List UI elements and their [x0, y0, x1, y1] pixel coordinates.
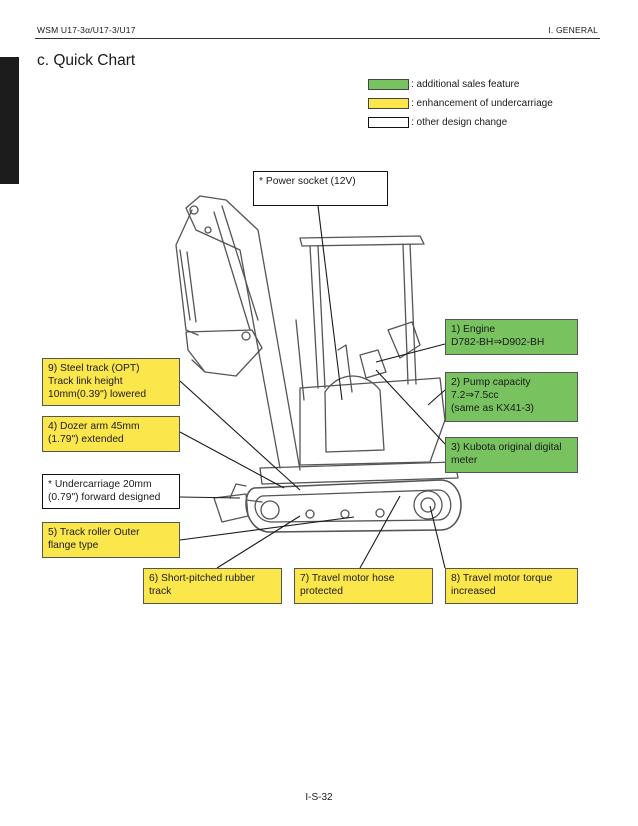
callout-digital-meter: 3) Kubota original digital meter — [445, 437, 578, 473]
chapter-tab-marker — [0, 57, 19, 184]
legend-item-enhancement: : enhancement of undercarriage — [368, 96, 553, 110]
green-swatch — [368, 78, 409, 90]
page-number: I-S-32 — [305, 792, 333, 803]
yellow-swatch — [368, 97, 409, 109]
callout-motor-torque: 8) Travel motor torque increased — [445, 568, 578, 604]
legend-label: : enhancement of undercarriage — [411, 97, 553, 109]
chapter-label: I. GENERAL — [548, 25, 598, 35]
manual-code: WSM U17-3α/U17-3/U17 — [37, 25, 136, 35]
callout-power-socket: * Power socket (12V) — [253, 171, 388, 206]
callout-steel-track: 9) Steel track (OPT) Track link height 1… — [42, 358, 180, 406]
legend-label: : other design change — [411, 116, 508, 128]
section-title: c. Quick Chart — [37, 52, 136, 69]
callout-dozer-arm: 4) Dozer arm 45mm (1.79") extended — [42, 416, 180, 452]
callout-engine: 1) Engine D782-BH⇒D902-BH — [445, 319, 578, 355]
callout-rubber-track: 6) Short-pitched rubber track — [143, 568, 282, 604]
callout-pump-capacity: 2) Pump capacity 7.2⇒7.5cc (same as KX41… — [445, 372, 578, 422]
callout-track-roller: 5) Track roller Outer flange type — [42, 522, 180, 558]
white-swatch — [368, 116, 409, 128]
legend-item-additional: : additional sales feature — [368, 77, 519, 91]
callout-undercarriage: * Undercarriage 20mm (0.79") forward des… — [42, 474, 180, 509]
callout-motor-hose: 7) Travel motor hose protected — [294, 568, 433, 604]
legend-item-other: : other design change — [368, 115, 507, 129]
header-divider — [35, 38, 600, 39]
legend-label: : additional sales feature — [411, 78, 520, 90]
